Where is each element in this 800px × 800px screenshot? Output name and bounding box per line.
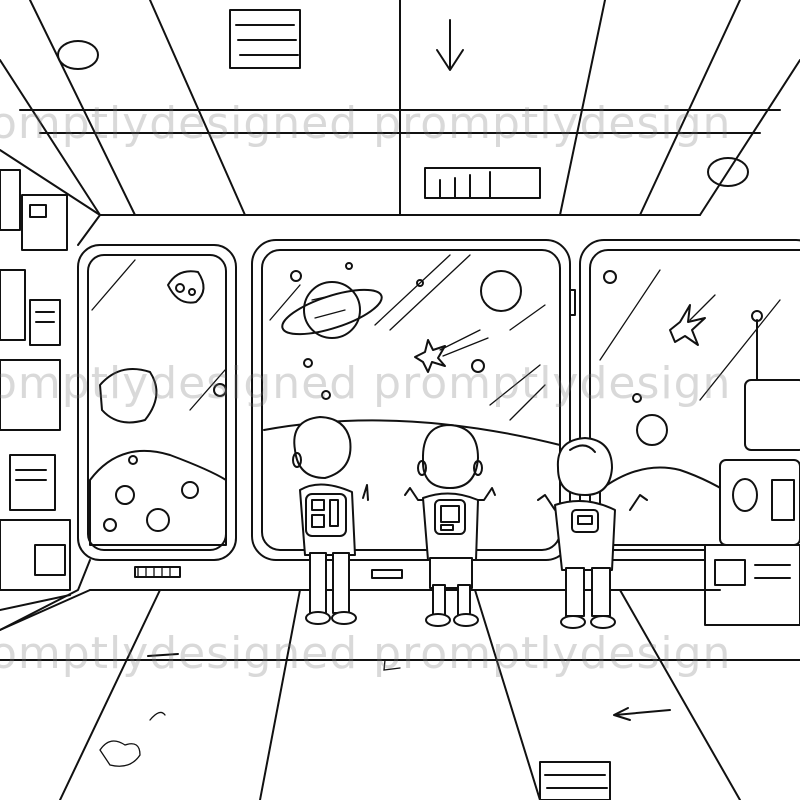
left-arrow-floor-icon xyxy=(613,707,671,721)
moon xyxy=(480,270,522,312)
window-left xyxy=(77,244,237,561)
comet-right xyxy=(669,304,706,346)
asteroid-small xyxy=(167,270,205,304)
backpack xyxy=(571,509,599,533)
signal-bars-sign xyxy=(424,167,541,199)
window-right xyxy=(579,239,800,561)
floor-scuff xyxy=(99,740,141,767)
down-arrow-icon xyxy=(436,19,464,71)
floor-vent xyxy=(539,761,611,800)
space-right xyxy=(599,269,800,546)
screen-left-top xyxy=(21,194,68,251)
space-center xyxy=(263,254,561,446)
right-control-console xyxy=(704,459,800,626)
monitor-right xyxy=(744,379,800,451)
floor xyxy=(0,589,800,800)
comet-star xyxy=(414,329,489,373)
child-right xyxy=(537,437,648,629)
asteroid-crater-surface xyxy=(89,449,227,546)
asteroid-large xyxy=(99,368,158,424)
windows xyxy=(77,239,800,579)
ceiling-light-right xyxy=(707,157,749,187)
child-center xyxy=(404,424,496,627)
small-moon xyxy=(636,414,668,446)
left-control-wall xyxy=(0,149,101,631)
ceiling-light-left xyxy=(57,40,99,70)
window-center xyxy=(251,239,571,561)
ringed-planet xyxy=(281,281,383,339)
space-left xyxy=(89,259,227,546)
child-left xyxy=(292,416,369,625)
ceiling xyxy=(0,0,800,216)
